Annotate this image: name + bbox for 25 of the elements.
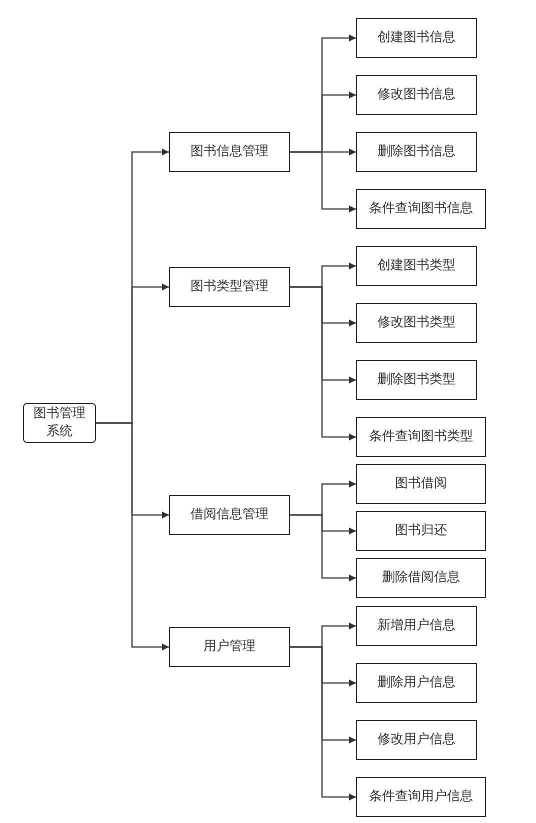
module-box: 图书信息管理 (169, 132, 290, 172)
function-box: 修改图书信息 (356, 75, 477, 115)
function-box: 修改图书类型 (356, 303, 477, 343)
function-box: 删除图书信息 (356, 132, 477, 172)
module-box: 图书类型管理 (169, 267, 290, 307)
function-box: 修改用户信息 (356, 720, 477, 760)
function-box: 条件查询图书信息 (356, 189, 486, 229)
function-box: 新增用户信息 (356, 606, 477, 646)
function-box: 图书归还 (356, 511, 486, 551)
function-box: 删除借阅信息 (356, 558, 486, 598)
function-box: 图书借阅 (356, 464, 486, 504)
module-box: 借阅信息管理 (169, 495, 290, 535)
function-box: 条件查询用户信息 (356, 777, 486, 817)
arrow (290, 514, 356, 582)
arrow (290, 646, 356, 800)
arrow (290, 286, 356, 440)
function-box: 删除用户信息 (356, 663, 477, 703)
function-box: 条件查询图书类型 (356, 417, 486, 457)
function-box: 创建图书信息 (356, 18, 477, 58)
function-box: 删除图书类型 (356, 360, 477, 400)
arrow (96, 422, 169, 650)
arrow (290, 151, 356, 212)
function-box: 创建图书类型 (356, 246, 477, 286)
system-box: 图书管理系统 (23, 403, 96, 443)
module-box: 用户管理 (169, 627, 290, 667)
